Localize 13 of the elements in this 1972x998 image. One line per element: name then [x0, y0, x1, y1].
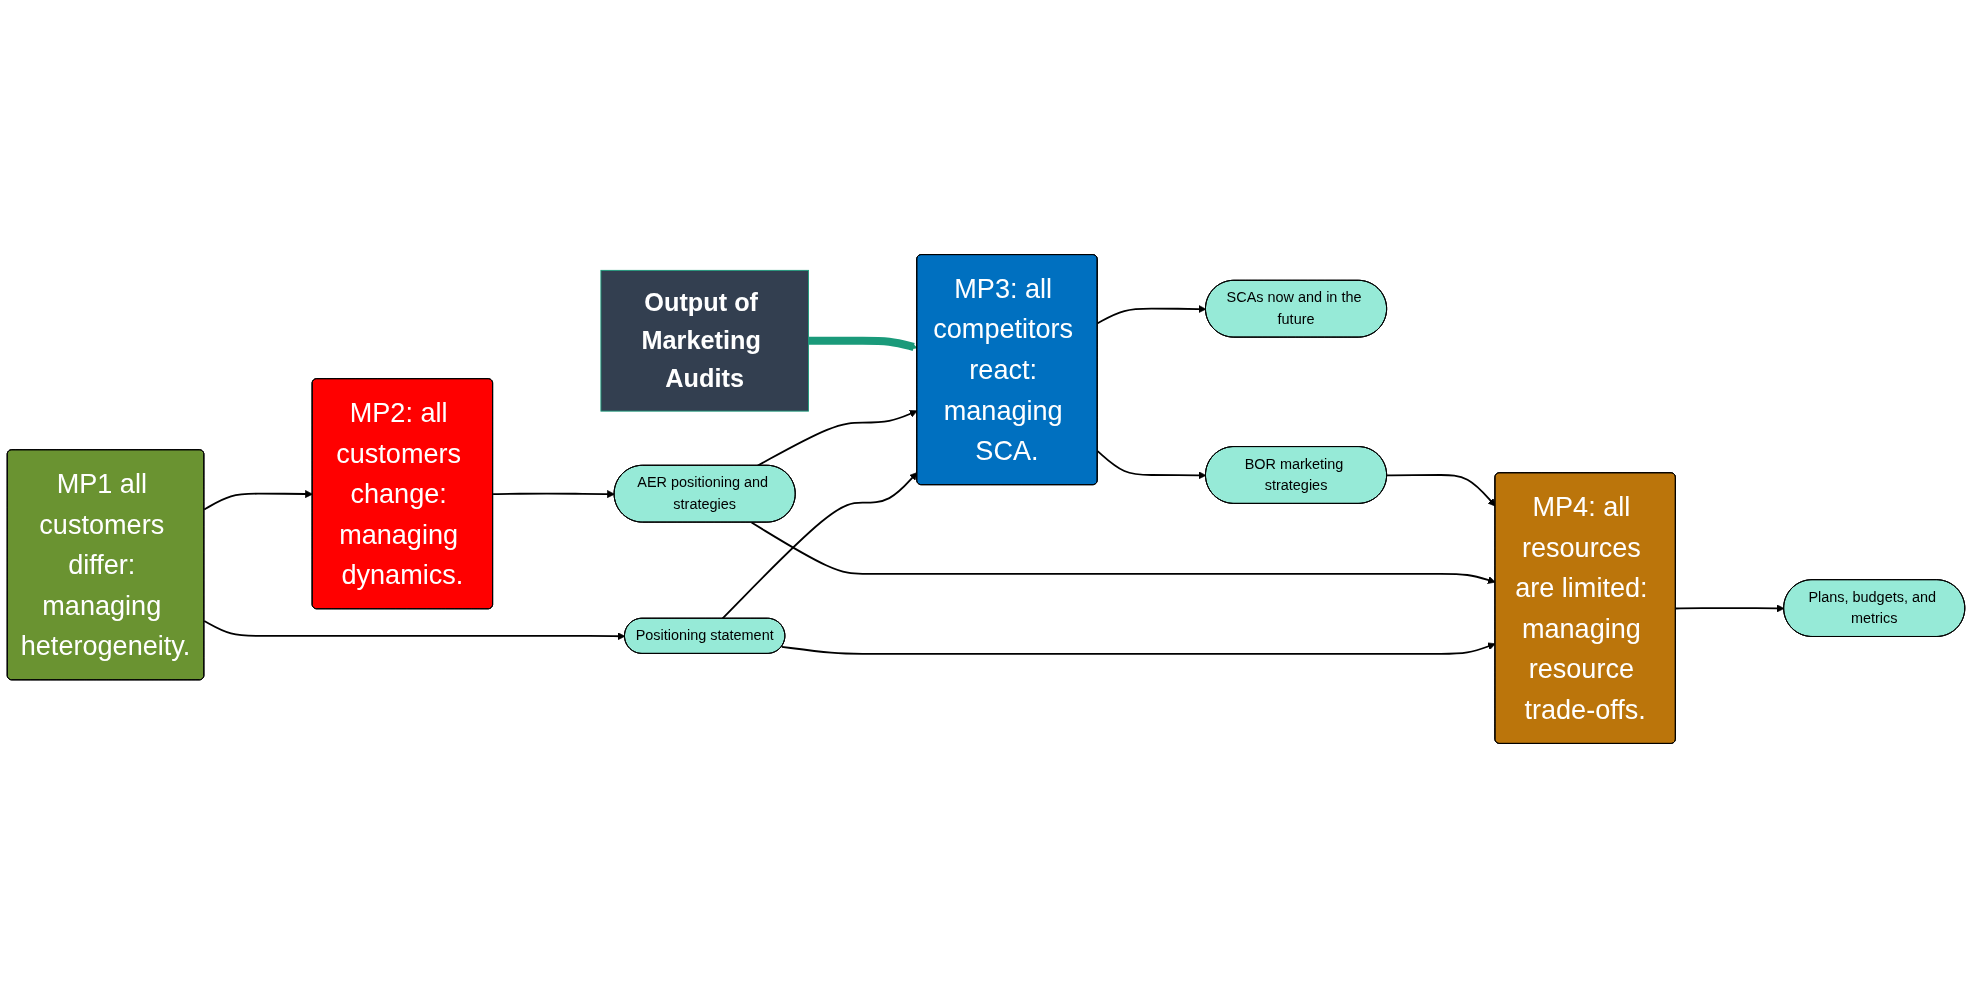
arrow: [203, 490, 313, 511]
arrow: [721, 472, 918, 620]
arrow: [1096, 450, 1207, 480]
node-box: Output of Marketing Audits: [600, 269, 809, 412]
arrow: [808, 336, 918, 351]
arrow: [492, 490, 615, 499]
arrow: [1674, 604, 1785, 613]
arrow: [750, 521, 1496, 584]
arrow: [1096, 305, 1207, 325]
arrow: [203, 620, 626, 641]
arrow: [780, 642, 1496, 655]
arrow: [756, 410, 918, 467]
arrow: [1386, 474, 1496, 507]
